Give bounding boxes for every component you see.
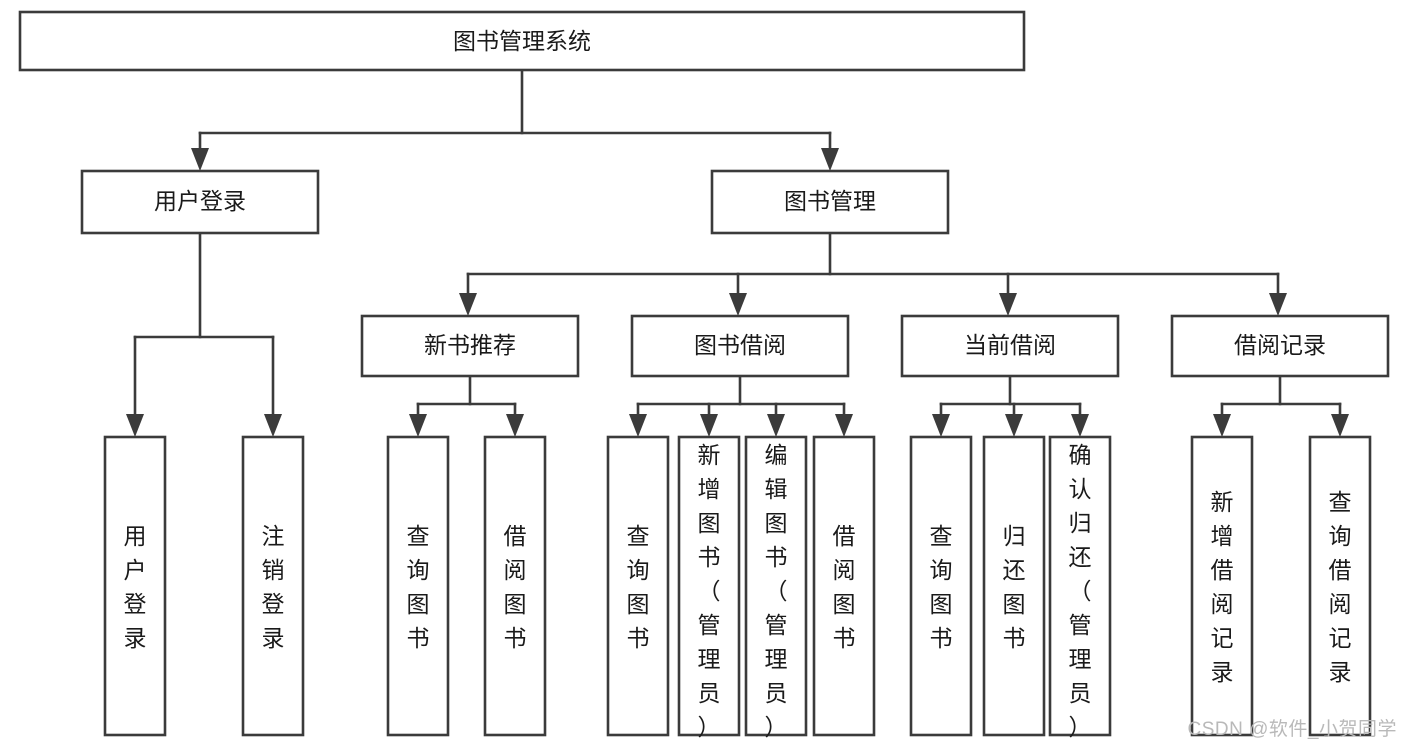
node-leaf-query-book-2-box[interactable] [606, 435, 670, 737]
node-leaf-borrow-book-1[interactable]: 借阅图书 [483, 435, 547, 737]
node-leaf-edit-book-admin-label: 编辑图书（管理员） [765, 442, 788, 740]
arrow-head-icon [126, 414, 144, 437]
node-leaf-add-book-admin[interactable]: 新增图书（管理员） [677, 435, 741, 740]
node-leaf-logout-login-box[interactable] [241, 435, 305, 737]
arrow-head-icon [700, 414, 718, 437]
arrow-head-icon [1331, 414, 1349, 437]
node-leaf-return-book[interactable]: 归还图书 [982, 435, 1046, 737]
node-leaf-return-book-box[interactable] [982, 435, 1046, 737]
node-leaf-query-book-3[interactable]: 查询图书 [909, 435, 973, 737]
node-leaf-user-login[interactable]: 用户登录 [103, 435, 167, 737]
node-new-book-recommend-box[interactable] [360, 314, 580, 378]
node-leaf-user-login-box[interactable] [103, 435, 167, 737]
arrow-head-icon [191, 148, 209, 171]
arrow-head-icon [999, 293, 1017, 316]
node-leaf-user-login-label: 用户登录 [124, 523, 147, 651]
node-book-management-label: 图书管理 [784, 188, 876, 214]
node-new-book-recommend-label: 新书推荐 [424, 332, 516, 358]
node-leaf-logout-login[interactable]: 注销登录 [241, 435, 305, 737]
node-leaf-query-book-2-label: 查询图书 [627, 523, 650, 651]
node-layer: 图书管理系统 用户登录 图书管理 新书推荐 图书借阅 当前 [18, 10, 1390, 740]
arrow-head-icon [629, 414, 647, 437]
node-leaf-add-book-admin-label: 新增图书（管理员） [698, 442, 721, 740]
node-leaf-edit-book-admin[interactable]: 编辑图书（管理员） [744, 435, 808, 740]
arrow-head-icon [409, 414, 427, 437]
arrow-head-icon [1071, 414, 1089, 437]
node-current-borrow-label: 当前借阅 [964, 332, 1056, 358]
arrow-head-icon [459, 293, 477, 316]
node-root-label: 图书管理系统 [453, 28, 591, 54]
arrow-head-icon [1213, 414, 1231, 437]
node-leaf-confirm-return-admin[interactable]: 确认归还（管理员） [1048, 435, 1112, 740]
node-root[interactable]: 图书管理系统 [18, 10, 1026, 72]
node-book-management[interactable]: 图书管理 [710, 169, 950, 235]
node-leaf-query-book-3-label: 查询图书 [930, 523, 953, 651]
node-book-borrow-label: 图书借阅 [694, 332, 786, 358]
node-leaf-query-borrow-record[interactable]: 查询借阅记录 [1308, 435, 1372, 737]
node-user-login[interactable]: 用户登录 [80, 169, 320, 235]
arrow-head-icon [506, 414, 524, 437]
node-leaf-add-borrow-record-label: 新增借阅记录 [1211, 489, 1234, 685]
node-leaf-query-borrow-record-box[interactable] [1308, 435, 1372, 737]
node-leaf-query-book-2[interactable]: 查询图书 [606, 435, 670, 737]
node-user-login-box[interactable] [80, 169, 320, 235]
node-borrow-records-box[interactable] [1170, 314, 1390, 378]
node-leaf-query-borrow-record-label: 查询借阅记录 [1329, 489, 1352, 685]
arrow-head-icon [1269, 293, 1287, 316]
arrow-head-icon [729, 293, 747, 316]
node-leaf-add-book-admin-box[interactable] [677, 435, 741, 737]
node-leaf-edit-book-admin-box[interactable] [744, 435, 808, 737]
node-root-box[interactable] [18, 10, 1026, 72]
node-book-borrow[interactable]: 图书借阅 [630, 314, 850, 378]
node-leaf-return-book-label: 归还图书 [1003, 523, 1026, 651]
arrow-head-icon [1005, 414, 1023, 437]
node-leaf-borrow-book-1-label: 借阅图书 [504, 523, 527, 651]
arrow-head-icon [835, 414, 853, 437]
node-user-login-label: 用户登录 [154, 188, 246, 214]
edge-layer [126, 68, 1349, 437]
arrow-head-icon [767, 414, 785, 437]
node-leaf-confirm-return-admin-box[interactable] [1048, 435, 1112, 737]
node-leaf-query-book-1-box[interactable] [386, 435, 450, 737]
arrow-head-icon [821, 148, 839, 171]
arrow-head-icon [264, 414, 282, 437]
node-leaf-confirm-return-admin-label: 确认归还（管理员） [1069, 442, 1092, 740]
node-leaf-logout-login-label: 注销登录 [262, 523, 285, 651]
node-borrow-records[interactable]: 借阅记录 [1170, 314, 1390, 378]
node-book-borrow-box[interactable] [630, 314, 850, 378]
arrow-head-icon [932, 414, 950, 437]
node-leaf-borrow-book-1-box[interactable] [483, 435, 547, 737]
node-book-management-box[interactable] [710, 169, 950, 235]
node-borrow-records-label: 借阅记录 [1234, 332, 1326, 358]
node-leaf-borrow-book-2-box[interactable] [812, 435, 876, 737]
node-leaf-query-book-3-box[interactable] [909, 435, 973, 737]
node-new-book-recommend[interactable]: 新书推荐 [360, 314, 580, 378]
node-leaf-query-book-1[interactable]: 查询图书 [386, 435, 450, 737]
node-leaf-add-borrow-record[interactable]: 新增借阅记录 [1190, 435, 1254, 737]
node-leaf-borrow-book-2-label: 借阅图书 [833, 523, 856, 651]
node-leaf-borrow-book-2[interactable]: 借阅图书 [812, 435, 876, 737]
node-current-borrow-box[interactable] [900, 314, 1120, 378]
node-current-borrow[interactable]: 当前借阅 [900, 314, 1120, 378]
node-leaf-query-book-1-label: 查询图书 [407, 523, 430, 651]
node-leaf-add-borrow-record-box[interactable] [1190, 435, 1254, 737]
